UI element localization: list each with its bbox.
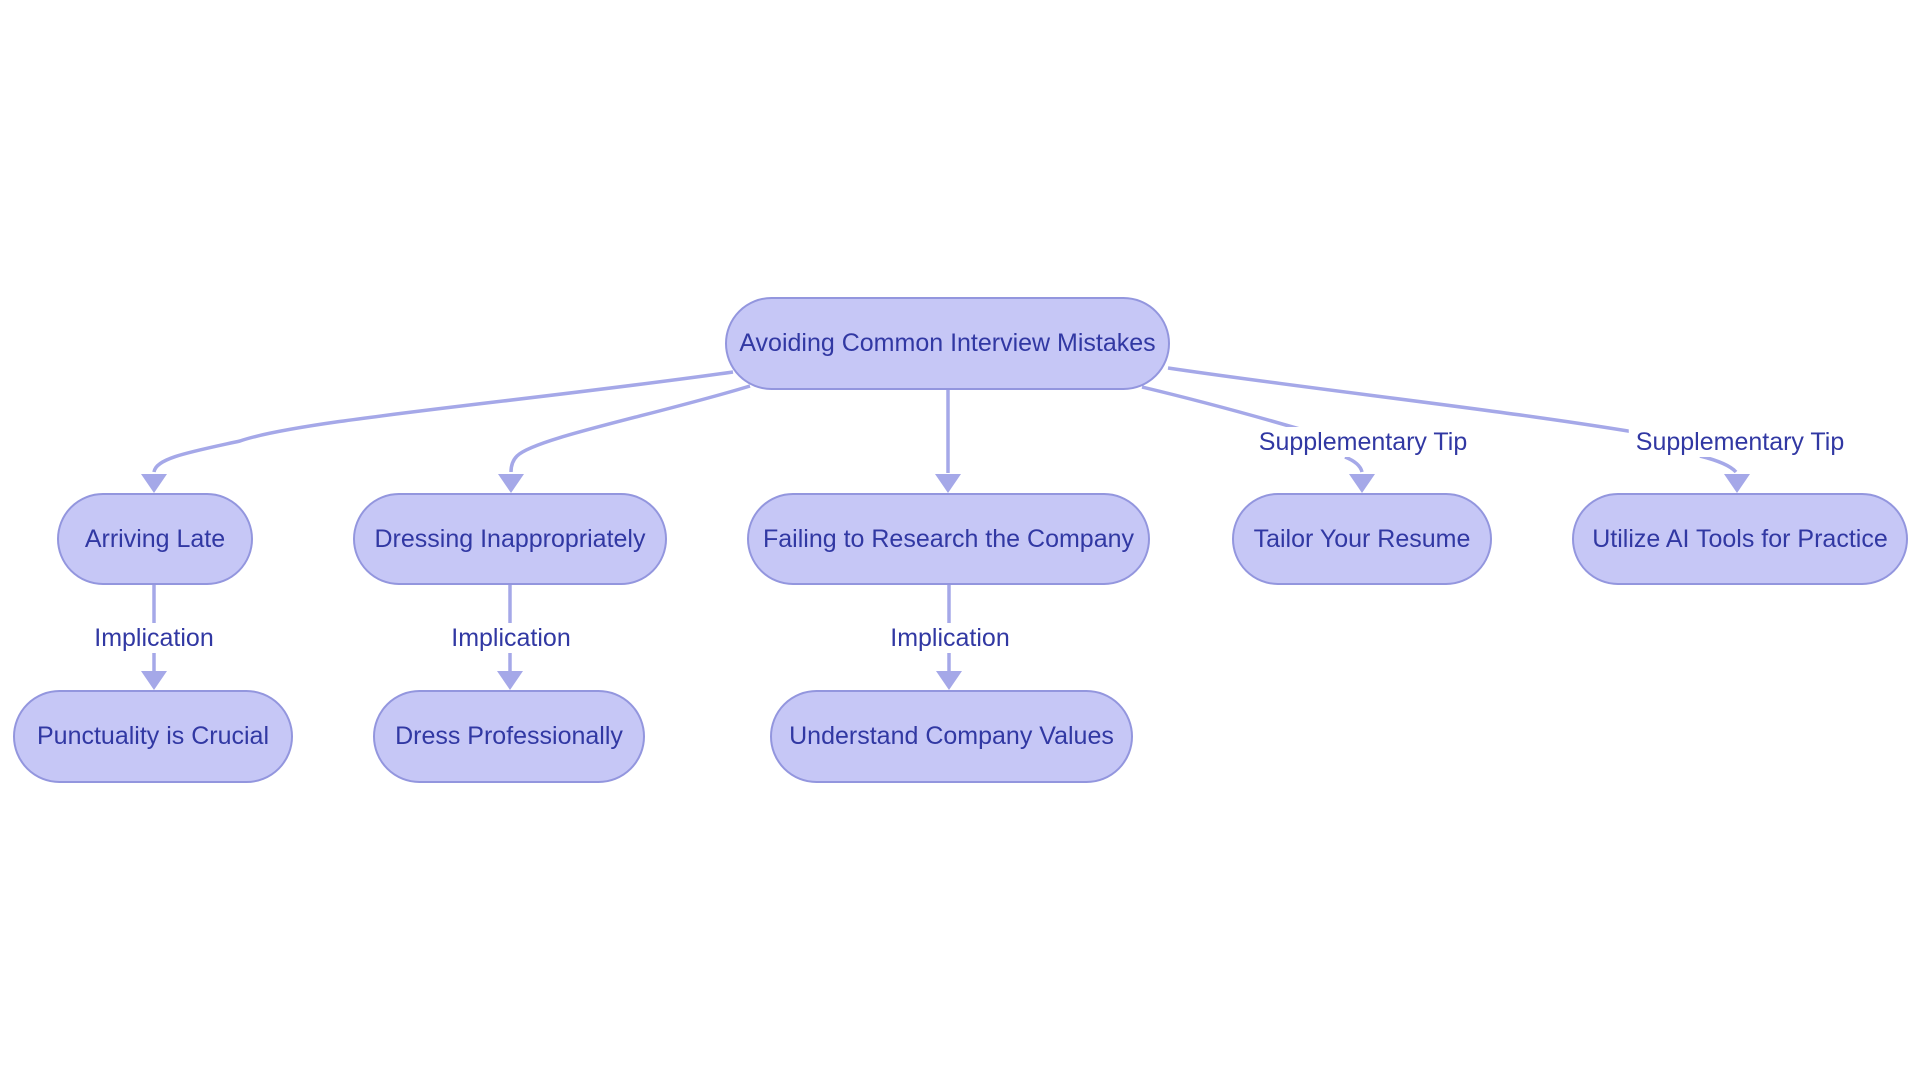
arrowhead-understand [936, 671, 962, 690]
arrowhead-failing [935, 474, 961, 493]
edge-root-utilize [1167, 366, 1681, 442]
edge-root-arriving-late [152, 370, 734, 473]
node-understand-company-values: Understand Company Values [770, 690, 1133, 783]
node-punctuality-is-crucial: Punctuality is Crucial [13, 690, 293, 783]
edge-label-supplementary-tip-2: Supplementary Tip [1628, 427, 1852, 457]
arrowhead-utilize [1724, 474, 1750, 493]
node-dressing-inappropriately: Dressing Inappropriately [353, 493, 667, 585]
edge-label-implication-1: Implication [87, 623, 221, 653]
node-arriving-late: Arriving Late [57, 493, 253, 585]
edge-root-dressing [509, 384, 751, 473]
edge-label-supplementary-tip-1: Supplementary Tip [1251, 427, 1475, 457]
arrowhead-tailor [1349, 474, 1375, 493]
node-failing-to-research: Failing to Research the Company [747, 493, 1150, 585]
arrowhead-dressprof [497, 671, 523, 690]
arrowhead-dressing [498, 474, 524, 493]
node-avoiding-common-interview-mistakes: Avoiding Common Interview Mistakes [725, 297, 1170, 390]
edge-root-tailor-tail [1344, 455, 1364, 473]
node-utilize-ai-tools: Utilize AI Tools for Practice [1572, 493, 1908, 585]
edge-root-utilize-tail [1699, 454, 1738, 474]
arrowhead-punctuality [141, 671, 167, 690]
arrowhead-arriving-late [141, 474, 167, 493]
node-tailor-your-resume: Tailor Your Resume [1232, 493, 1492, 585]
edge-label-implication-2: Implication [444, 623, 578, 653]
edge-label-implication-3: Implication [883, 623, 1017, 653]
node-dress-professionally: Dress Professionally [373, 690, 645, 783]
